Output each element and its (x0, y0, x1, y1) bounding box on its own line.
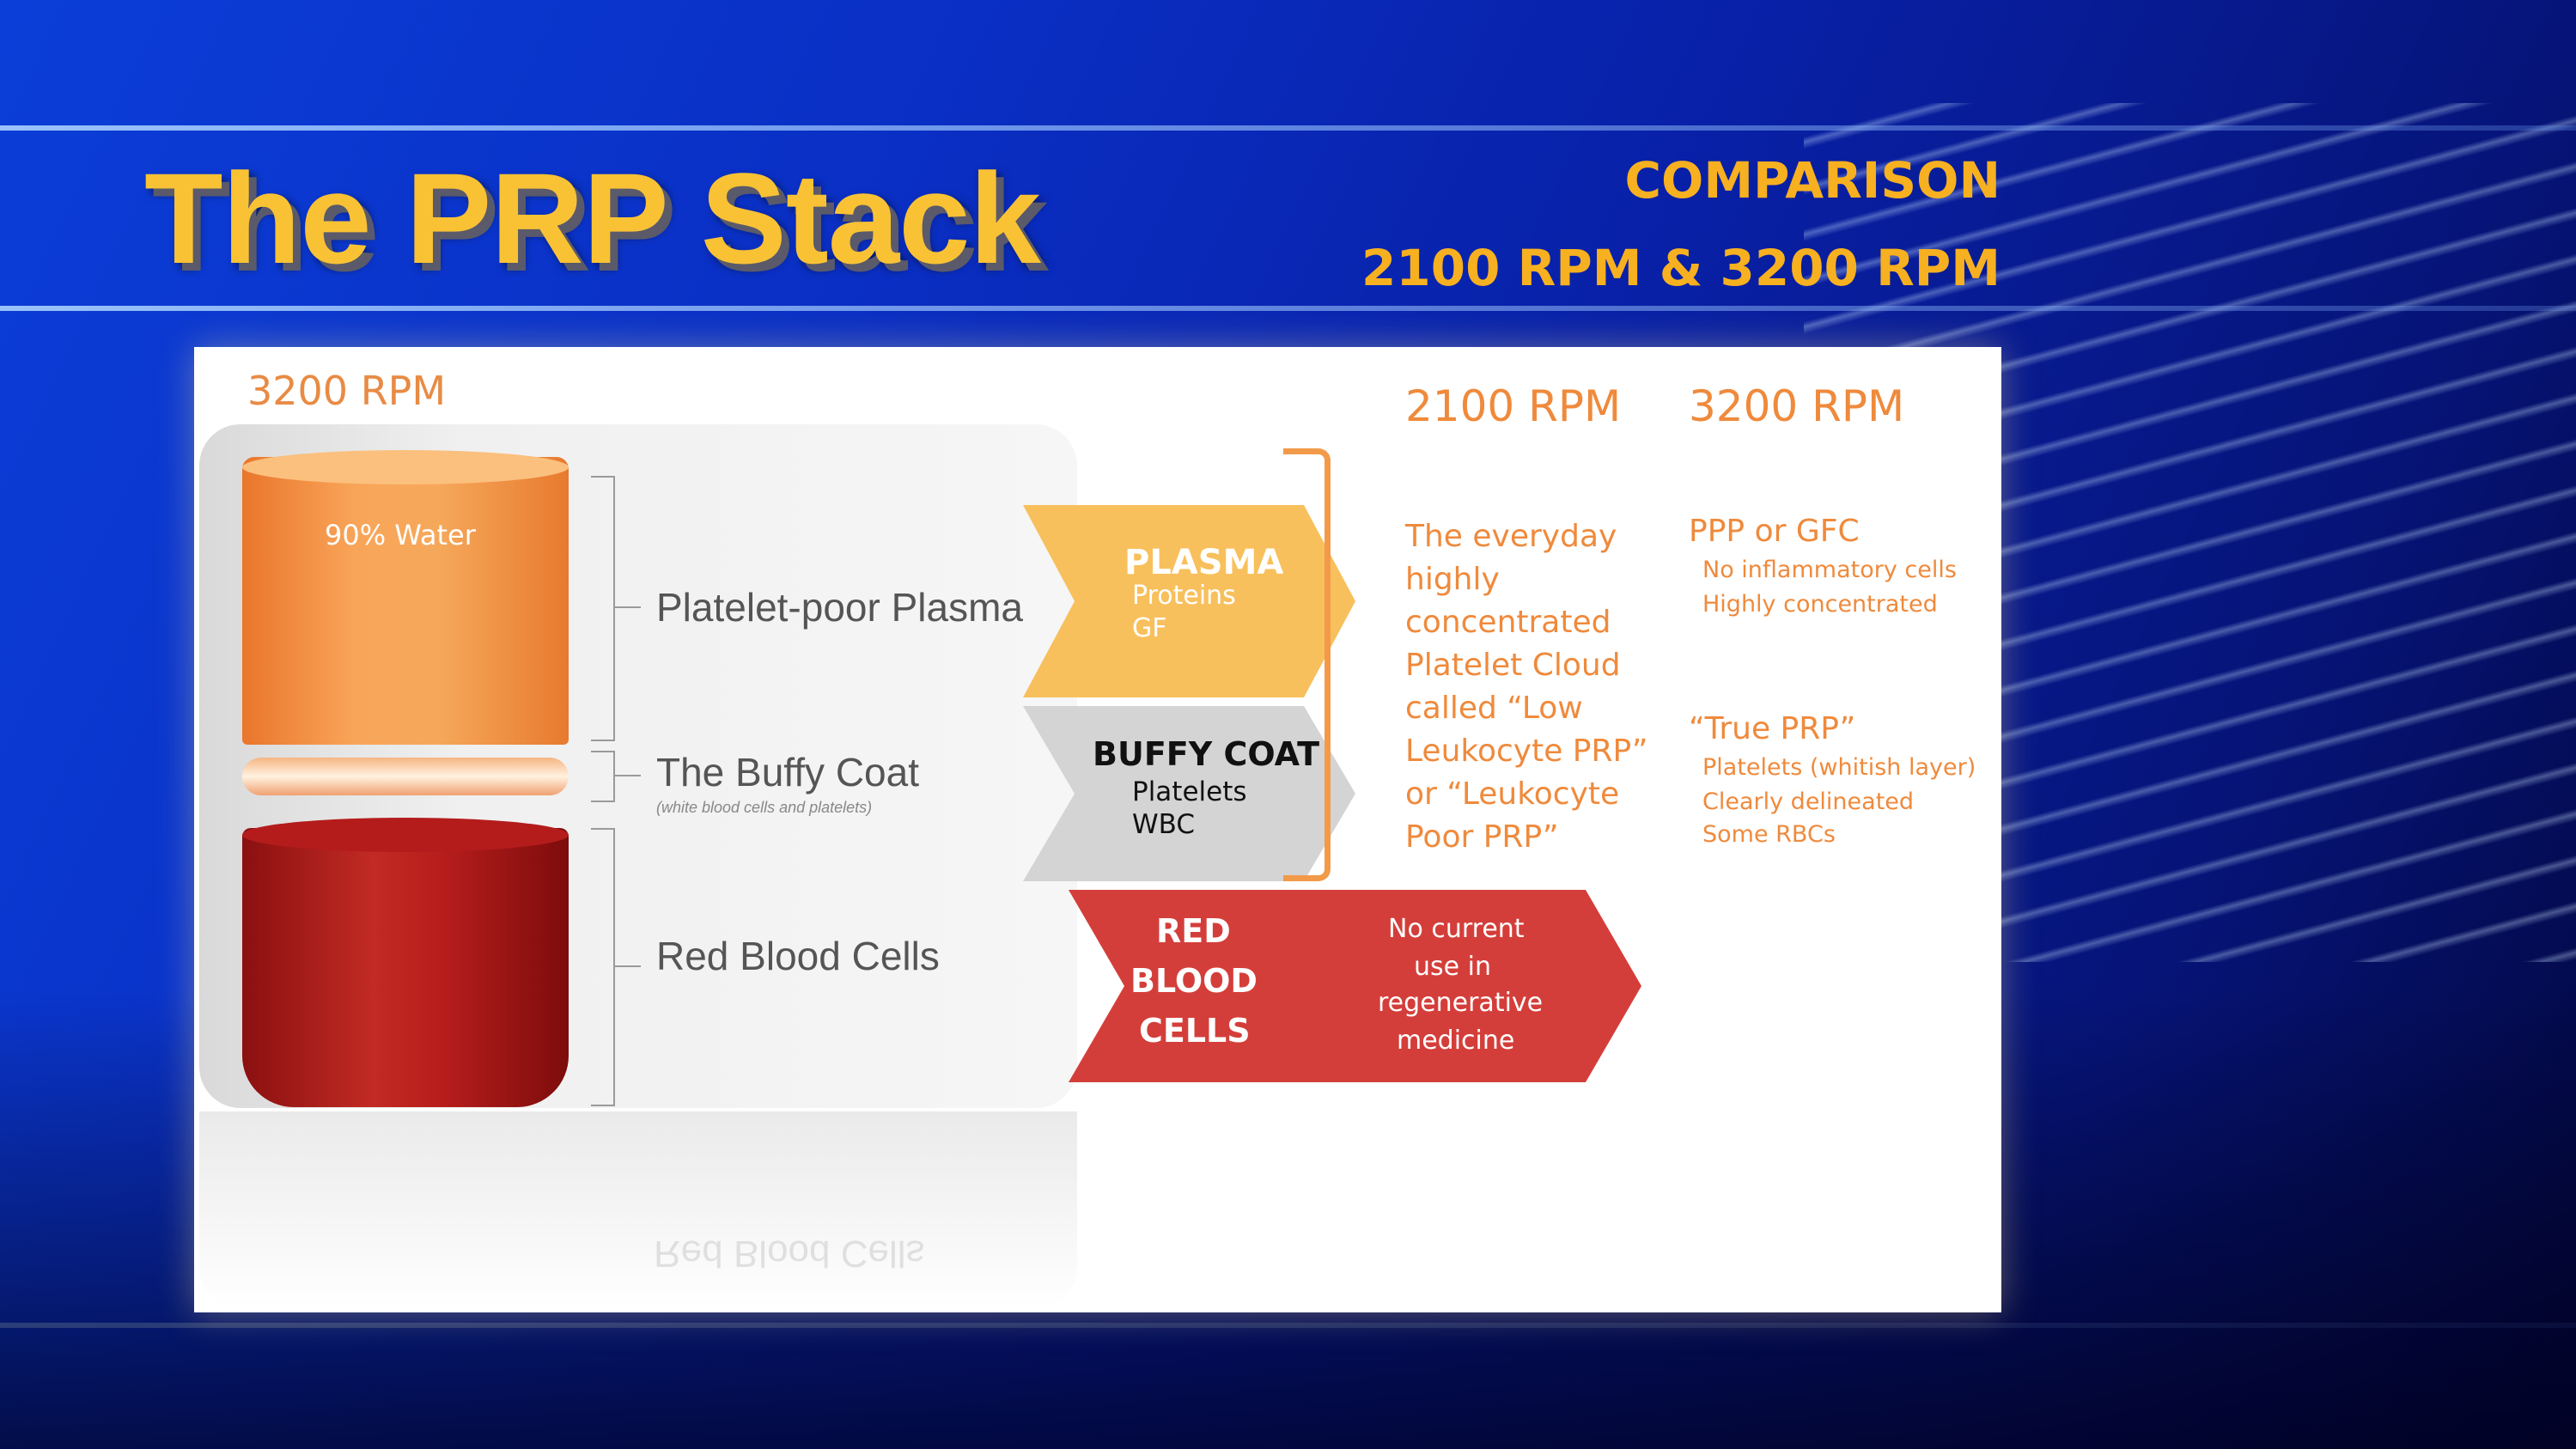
no-use-line1: No current (1388, 914, 1525, 944)
col-3200-heading: 3200 RPM (1689, 381, 1905, 431)
plasma-arrow-proteins: Proteins (1132, 581, 1236, 611)
col-2100-heading: 2100 RPM (1405, 381, 1622, 431)
arrow-shapes (1023, 505, 1641, 1082)
slide-title: The PRP Stack (144, 146, 1041, 290)
col-3200-true-line1: Platelets (whitish layer) (1702, 754, 1976, 781)
plasma-layer (242, 457, 569, 745)
col-2100-line: The everyday (1405, 519, 1617, 554)
no-use-line2: use in (1414, 952, 1491, 982)
left-rpm-label: 3200 RPM (247, 368, 447, 414)
rbc-label: Red Blood Cells (656, 934, 940, 978)
col-2100-line: Poor PRP” (1405, 819, 1559, 855)
col-2100-description: The everyday highly concentrated Platele… (1405, 515, 1648, 859)
plasma-layer-top (242, 450, 569, 484)
rbc-bracket (591, 828, 615, 1106)
subtitle-rpm: 2100 RPM & 3200 RPM (1361, 239, 2001, 297)
plasma-arrow-title: PLASMA (1124, 543, 1284, 582)
buffy-arrow-title: BUFFY COAT (1093, 735, 1320, 773)
rbc-tick (615, 965, 641, 967)
middle-streak (0, 306, 2576, 311)
ppp-tick (615, 606, 641, 608)
rbc-arrow (1069, 890, 1364, 1082)
col-2100-line: highly (1405, 562, 1500, 597)
top-streak (0, 125, 2576, 131)
buffy-coat-sublabel: (white blood cells and platelets) (656, 799, 873, 816)
col-3200-ppp-line2: Highly concentrated (1702, 591, 1938, 618)
plasma-arrow (1023, 505, 1355, 697)
buffy-arrow-wbc: WBC (1132, 809, 1196, 840)
col-3200-true-line3: Some RBCs (1702, 821, 1836, 848)
no-use-line3: regenerative (1378, 988, 1544, 1018)
buffy-coat-layer (242, 758, 569, 795)
no-use-line4: medicine (1397, 1026, 1515, 1056)
col-3200-ppp-title: PPP or GFC (1689, 514, 1860, 549)
col-2100-line: Leukocyte PRP” (1405, 734, 1648, 769)
plasma-arrow-gf: GF (1132, 613, 1167, 643)
col-2100-line: concentrated (1405, 605, 1611, 640)
buffy-arrow-platelets: Platelets (1132, 776, 1247, 807)
no-use-arrow (1298, 890, 1641, 1082)
col-2100-line: or “Leukocyte (1405, 776, 1620, 812)
water-label: 90% Water (325, 519, 476, 551)
subtitle-comparison: COMPARISON (1624, 151, 2001, 210)
red-blood-cell-layer-top (242, 818, 569, 852)
col-2100-line: called “Low (1405, 691, 1583, 726)
diagram-panel: 3200 RPM Red Blood Cells 90% Water Plate… (194, 347, 2001, 1312)
ppp-bracket (591, 476, 615, 741)
buffy-bracket (591, 751, 615, 802)
col-3200-true-title: “True PRP” (1689, 711, 1856, 746)
grouping-bracket (1283, 448, 1331, 881)
buffy-tick (615, 775, 641, 776)
rbc-arrow-cells: CELLS (1139, 1012, 1251, 1050)
col-2100-line: Platelet Cloud (1405, 648, 1621, 683)
rbc-arrow-red: RED (1156, 912, 1231, 950)
tube-reflection (199, 1111, 1077, 1309)
col-3200-ppp-line1: No inflammatory cells (1702, 557, 1957, 583)
rbc-arrow-blood: BLOOD (1130, 962, 1258, 1000)
buffy-coat-arrow (1023, 706, 1355, 881)
ppp-label: Platelet-poor Plasma (656, 585, 1023, 630)
red-blood-cell-layer (242, 828, 569, 1107)
buffy-coat-label: The Buffy Coat (656, 750, 919, 795)
col-3200-true-line2: Clearly delineated (1702, 788, 1915, 815)
